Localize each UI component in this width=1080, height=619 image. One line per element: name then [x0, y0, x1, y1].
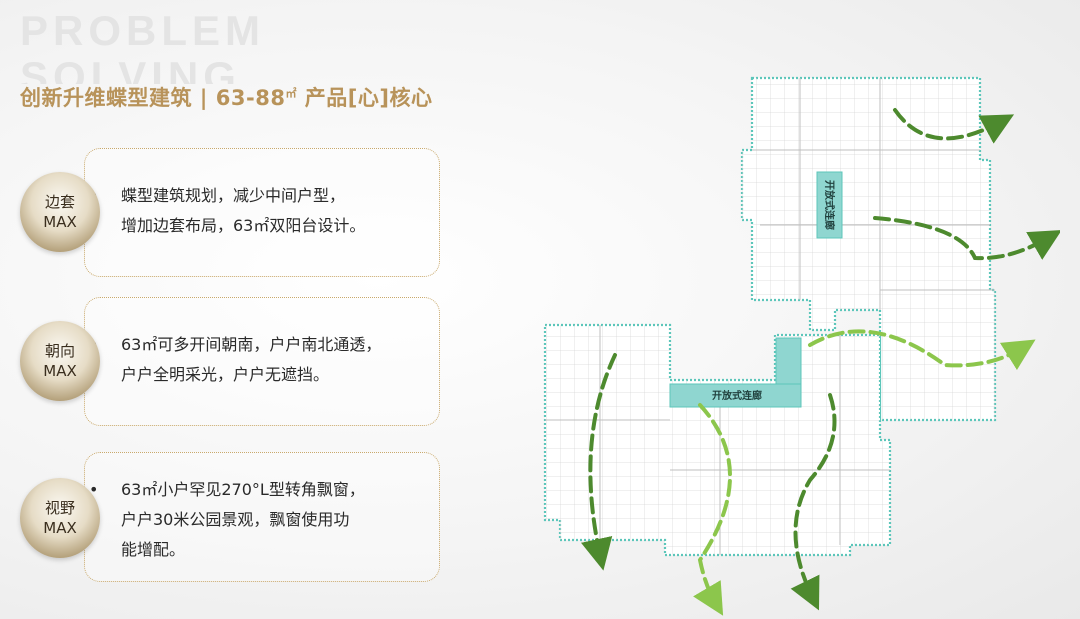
badge-view: 视野 MAX — [20, 478, 100, 558]
feature-line: •63㎡可多开间朝南，户户南北通透， — [89, 335, 382, 354]
feature-text: •63㎡可多开间朝南，户户南北通透， 户户全明采光，户户无遮挡。 — [89, 330, 425, 390]
floor-plan-diagram: 开放式连廊 开放式连廊 — [543, 76, 1060, 616]
feature-card-orientation: •63㎡可多开间朝南，户户南北通透， 户户全明采光，户户无遮挡。 — [84, 297, 440, 426]
feature-line: •63㎡小户罕见270°L型转角飘窗， — [89, 480, 365, 499]
open-corridor-horizontal: 开放式连廊 — [669, 337, 802, 408]
subtitle-tail: 产品[心]核心 — [296, 86, 433, 110]
background-title: PROBLEM SOLVING — [20, 7, 265, 85]
plan-lower-block — [543, 323, 892, 557]
feature-card-edge-units: •蝶型建筑规划，减少中间户型， 增加边套布局，63㎡双阳台设计。 — [84, 148, 440, 277]
badge-edge-units: 边套 MAX — [20, 172, 100, 252]
bg-title-line1: PROBLEM — [20, 7, 265, 54]
page-subtitle: 创新升维蝶型建筑 | 63-88㎡ 产品[心]核心 — [20, 82, 432, 112]
arrow-east-2 — [873, 216, 1060, 261]
feature-card-view: •63㎡小户罕见270°L型转角飘窗， 户户30米公园景观，飘窗使用功 能增配。 — [84, 452, 440, 582]
badge-line2: MAX — [43, 362, 77, 380]
feature-line: 能增配。 — [121, 540, 186, 559]
feature-text: •63㎡小户罕见270°L型转角飘窗， 户户30米公园景观，飘窗使用功 能增配。 — [89, 475, 425, 565]
arrow-east-3 — [808, 329, 1036, 371]
arrow-south-3 — [790, 393, 837, 611]
arrow-south-2 — [693, 403, 732, 616]
badge-line1: 朝向 — [44, 342, 75, 360]
airflow-arrows — [580, 108, 1060, 616]
feature-line: •蝶型建筑规划，减少中间户型， — [89, 186, 346, 205]
feature-text: •蝶型建筑规划，减少中间户型， 增加边套布局，63㎡双阳台设计。 — [89, 181, 425, 241]
badge-line1: 视野 — [44, 499, 75, 517]
feature-line: 户户全明采光，户户无遮挡。 — [121, 365, 330, 384]
corridor-horizontal-fill — [669, 383, 802, 408]
plan-upper-tower — [740, 76, 997, 422]
badge-line2: MAX — [43, 213, 77, 231]
open-corridor-vertical: 开放式连廊 — [816, 171, 843, 239]
corridor-vertical-fill — [816, 171, 843, 239]
bg-title-line2: SOLVING — [20, 54, 241, 84]
feature-line: 户户30米公园景观，飘窗使用功 — [121, 510, 350, 529]
subtitle-unit: ㎡ — [285, 87, 297, 100]
corridor-label-horizontal: 开放式连廊 — [712, 389, 762, 402]
arrow-east-1 — [893, 108, 1015, 144]
badge-orientation: 朝向 MAX — [20, 321, 100, 401]
subtitle-main: 创新升维蝶型建筑 | 63-88 — [20, 86, 286, 110]
badge-line1: 边套 — [44, 193, 75, 211]
feature-line: 增加边套布局，63㎡双阳台设计。 — [121, 216, 366, 235]
arrow-south-1 — [580, 353, 617, 571]
corridor-label-vertical: 开放式连廊 — [823, 180, 836, 230]
badge-line2: MAX — [43, 519, 77, 537]
